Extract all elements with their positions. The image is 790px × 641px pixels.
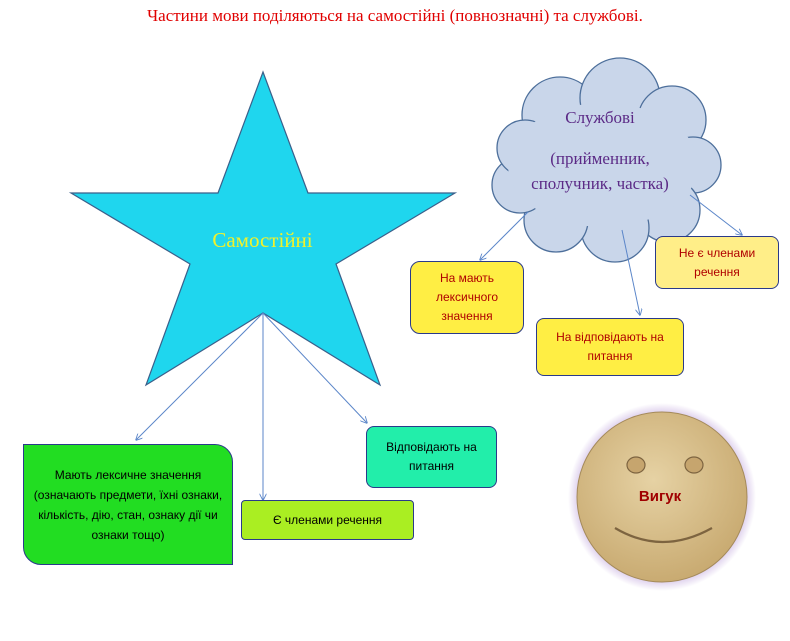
box-no-lexical-meaning: На мають лексичного значення [410,261,524,334]
left-eye-icon [626,456,646,474]
smiley-face [568,403,756,591]
box-answer-questions: Відповідають на питання [366,426,497,488]
cloud-title: Службові [565,108,635,127]
star-label: Самостійні [212,228,313,252]
box-no-answer-questions: На відповідають на питання [536,318,684,376]
cloud-shape [491,57,722,263]
right-eye-icon [684,456,704,474]
cloud-connectors [480,194,742,315]
box-not-sentence-members: Не є членами речення [655,236,779,289]
box-sentence-members: Є членами речення [241,500,414,540]
cloud-body: (прийменник, сполучник, частка) [531,149,669,193]
smile-mouth-icon [614,527,713,543]
star-connectors [136,312,367,500]
box-lexical-meaning: Мають лексичне значення (означають предм… [23,444,233,565]
smiley-label: Вигук [638,488,682,505]
page-title: Частини мови поділяються на самостійні (… [147,6,643,25]
